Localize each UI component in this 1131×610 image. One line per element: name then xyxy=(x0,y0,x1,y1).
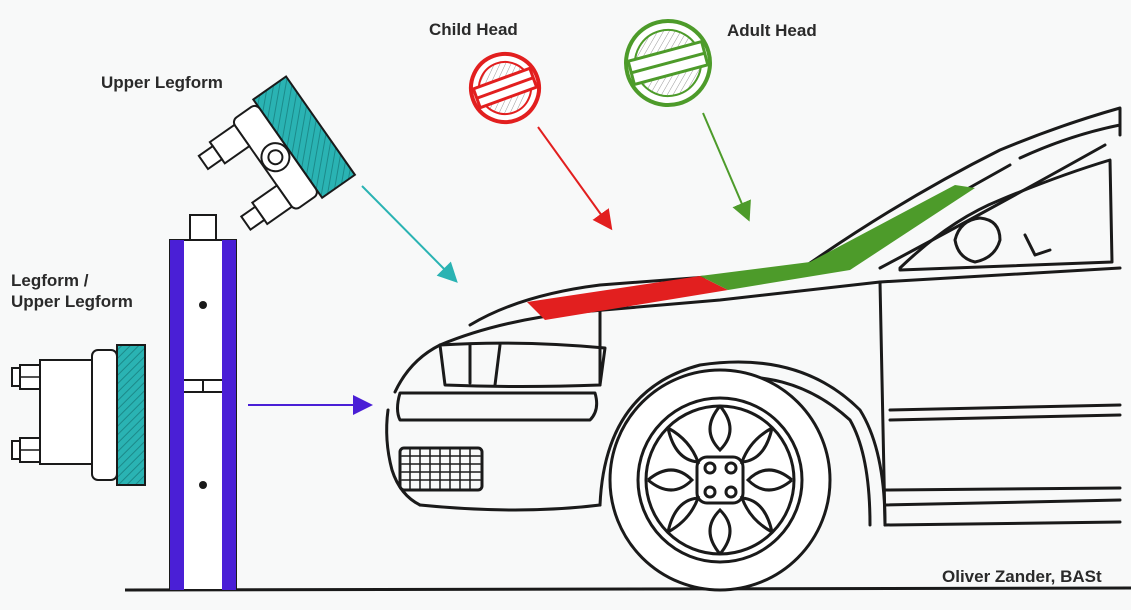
test-rig-post-icon xyxy=(170,215,236,590)
adult-head-label: Adult Head xyxy=(727,20,817,41)
upper-legform-label: Upper Legform xyxy=(101,72,223,93)
child-head-impactor-icon xyxy=(461,44,548,131)
legform-impactor-icon xyxy=(12,345,145,485)
child-head-label: Child Head xyxy=(429,19,518,40)
upper-legform-arrow xyxy=(362,186,455,280)
ground-line xyxy=(125,588,1131,590)
legform-label-line1: Legform / xyxy=(11,270,133,291)
child-head-arrow xyxy=(538,127,610,227)
adult-head-impactor-icon xyxy=(617,12,720,115)
legform-label: Legform / Upper Legform xyxy=(11,270,133,312)
legform-label-line2: Upper Legform xyxy=(11,291,133,312)
adult-head-arrow xyxy=(703,113,748,218)
credit-label: Oliver Zander, BASt xyxy=(942,566,1102,587)
wheel-icon xyxy=(610,370,830,590)
